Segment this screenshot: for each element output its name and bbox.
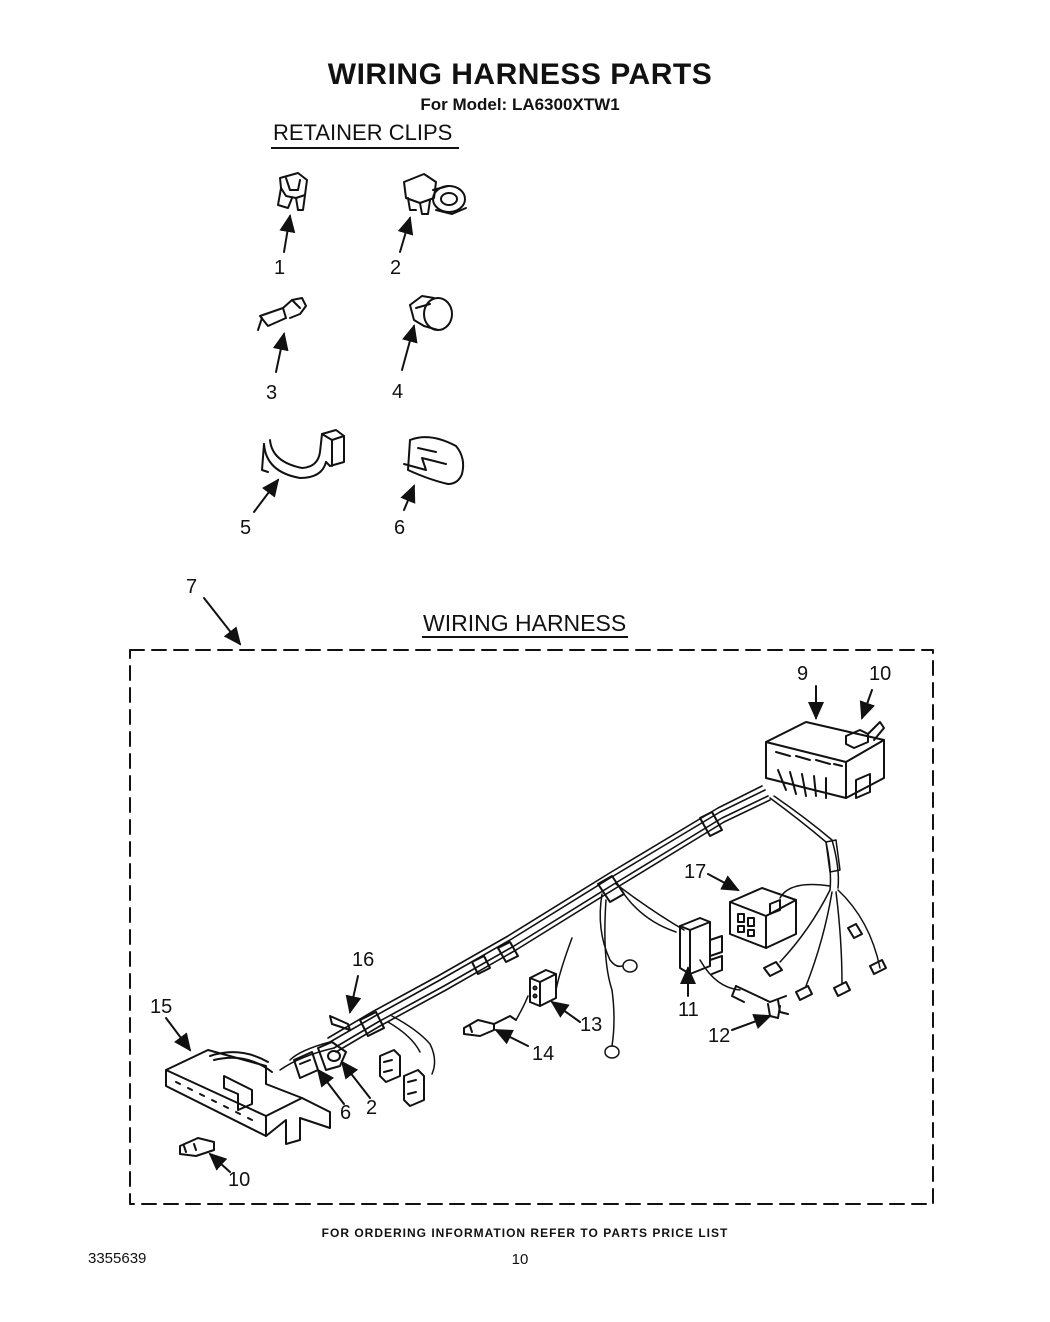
callout-16-arrow <box>345 975 362 1014</box>
callout-15-arrow <box>165 1017 192 1052</box>
callout-7: 7 <box>186 576 198 598</box>
callout-7-arrow <box>203 597 242 646</box>
callout-2-harness-arrow <box>340 1060 371 1099</box>
connector-13 <box>529 969 557 1007</box>
callout-10-bottom-arrow <box>208 1152 231 1173</box>
terminals-right <box>763 923 887 1001</box>
callout-11: 11 <box>678 999 699 1021</box>
retainer-clips-heading: RETAINER CLIPS <box>273 120 453 145</box>
clip-2-part <box>403 173 467 215</box>
lower-left-wires <box>279 1015 436 1075</box>
harness-frame <box>129 649 934 1205</box>
clip-4-part <box>409 295 453 331</box>
callout-3: 3 <box>266 382 278 404</box>
wiring-harness-underline <box>422 636 628 638</box>
tie-16 <box>329 1015 351 1031</box>
callout-10-bottom: 10 <box>228 1169 251 1191</box>
callout-6-harness-arrow <box>316 1068 345 1105</box>
callout-12: 12 <box>708 1025 731 1047</box>
callout-1: 1 <box>274 257 286 279</box>
callout-16: 16 <box>352 949 375 971</box>
branch-11-wires <box>615 883 685 933</box>
page-number: 10 <box>511 1251 529 1268</box>
branch-right <box>769 795 881 987</box>
connector-11 <box>679 917 723 975</box>
callout-4: 4 <box>392 381 404 403</box>
callout-6: 6 <box>394 517 406 539</box>
connector-15 <box>165 1049 331 1145</box>
callout-6-harness: 6 <box>340 1102 352 1124</box>
clip-5-part <box>261 429 345 479</box>
terminal-10-bottom <box>179 1137 215 1157</box>
fitting-12 <box>731 985 789 1019</box>
retainer-clips-underline <box>271 147 459 149</box>
callout-17-arrow <box>707 873 740 891</box>
footer-note: FOR ORDERING INFORMATION REFER TO PARTS … <box>321 1226 729 1240</box>
callout-14-arrow <box>494 1029 529 1047</box>
harness-trunk <box>327 785 771 1053</box>
connector-9 <box>765 721 885 799</box>
terminal-14 <box>463 1015 517 1037</box>
clip-3-part <box>257 297 307 331</box>
page-title: WIRING HARNESS PARTS <box>327 58 713 91</box>
callout-17: 17 <box>684 861 707 883</box>
callout-9: 9 <box>797 663 809 685</box>
wiring-harness-heading: WIRING HARNESS <box>423 610 627 636</box>
callout-15: 15 <box>150 996 173 1018</box>
callout-13: 13 <box>580 1014 603 1036</box>
document-number: 3355639 <box>88 1250 147 1267</box>
clip-6-part <box>403 436 465 485</box>
clip-1-part <box>277 172 308 211</box>
ring-terminals <box>599 893 638 1059</box>
callout-12-arrow <box>731 1014 772 1031</box>
lower-connectors <box>379 1049 425 1107</box>
terminal-10-top <box>845 721 885 749</box>
model-line: For Model: LA6300XTW1 <box>420 95 620 114</box>
harness-clip-2 <box>317 1041 347 1071</box>
callout-2-harness: 2 <box>366 1097 378 1119</box>
connector-17 <box>729 887 797 949</box>
callout-10-top-arrow <box>859 689 875 720</box>
callout-5: 5 <box>240 517 252 539</box>
callout-10-top: 10 <box>869 663 892 685</box>
callout-13-arrow <box>550 1000 581 1023</box>
callout-2: 2 <box>390 257 402 279</box>
callout-14: 14 <box>532 1043 555 1065</box>
